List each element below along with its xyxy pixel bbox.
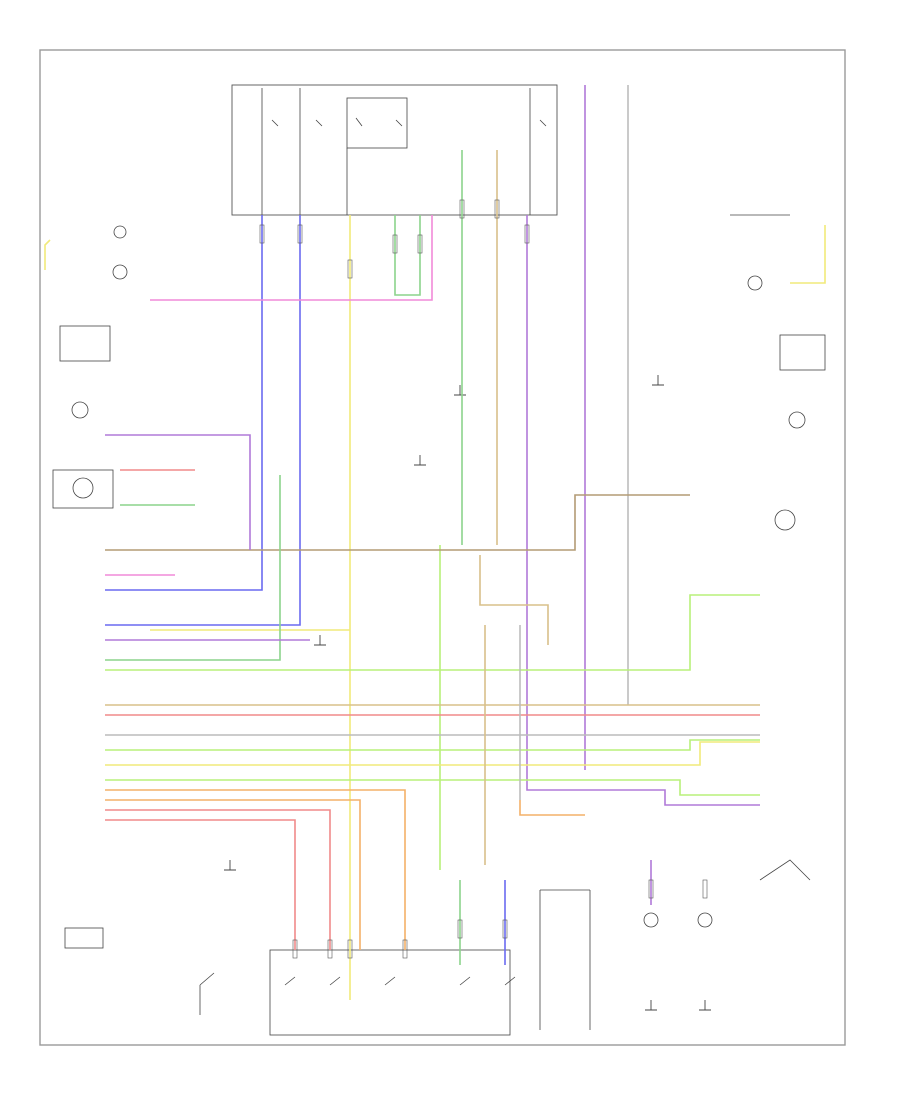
- wire-blue: [105, 215, 263, 591]
- connector-terminal: [259, 224, 265, 244]
- wire-yellow: [105, 741, 760, 766]
- wire-green: [105, 475, 281, 661]
- connector-terminal: [347, 939, 353, 959]
- connector-terminal: [292, 939, 298, 959]
- right-lamp-group: [730, 214, 826, 531]
- wire-lt_green: [105, 779, 760, 796]
- wire-brown: [105, 494, 690, 551]
- wire-orange: [105, 799, 361, 950]
- connector-terminal: [459, 199, 465, 219]
- connector-terminal: [297, 224, 303, 244]
- wire-lt_green: [105, 739, 760, 751]
- wire-purple: [105, 434, 251, 550]
- connector-terminal: [648, 879, 654, 899]
- lamp-box: [52, 469, 114, 509]
- connector-terminal: [417, 234, 423, 254]
- fuse-relay-block: [231, 84, 558, 216]
- wire-tan: [479, 555, 549, 645]
- wire-green: [394, 215, 421, 296]
- connector-terminal: [327, 939, 333, 959]
- ground-symbols: [224, 375, 711, 1011]
- connector-terminal: [347, 259, 353, 279]
- connector-terminal: [524, 224, 530, 244]
- wire-yellow: [44, 239, 51, 270]
- wire-lt_green: [105, 594, 760, 671]
- connector-terminal: [702, 879, 708, 899]
- switch-box: [779, 334, 826, 371]
- connector-terminal: [502, 919, 508, 939]
- wire-blue: [105, 215, 301, 626]
- connector-terminal: [392, 234, 398, 254]
- connector-terminal: [494, 199, 500, 219]
- connector-terminal: [402, 939, 408, 959]
- wire-red: [105, 819, 296, 950]
- switch-box: [59, 325, 111, 362]
- wire-harness: [44, 85, 826, 1000]
- wire-orange: [519, 800, 585, 816]
- lamp-icon: [112, 264, 128, 280]
- switch-block: [64, 859, 811, 1036]
- wire-yellow: [790, 225, 826, 284]
- diagram-frame: [39, 49, 846, 1046]
- lamp-icon: [113, 225, 127, 239]
- left-lamp-group: [52, 225, 128, 509]
- wire-orange: [105, 789, 406, 950]
- lamp-icon: [747, 275, 763, 291]
- wire-purple: [526, 215, 760, 806]
- wire-pink: [150, 215, 433, 301]
- connector-terminal: [457, 919, 463, 939]
- wire-red: [105, 809, 331, 950]
